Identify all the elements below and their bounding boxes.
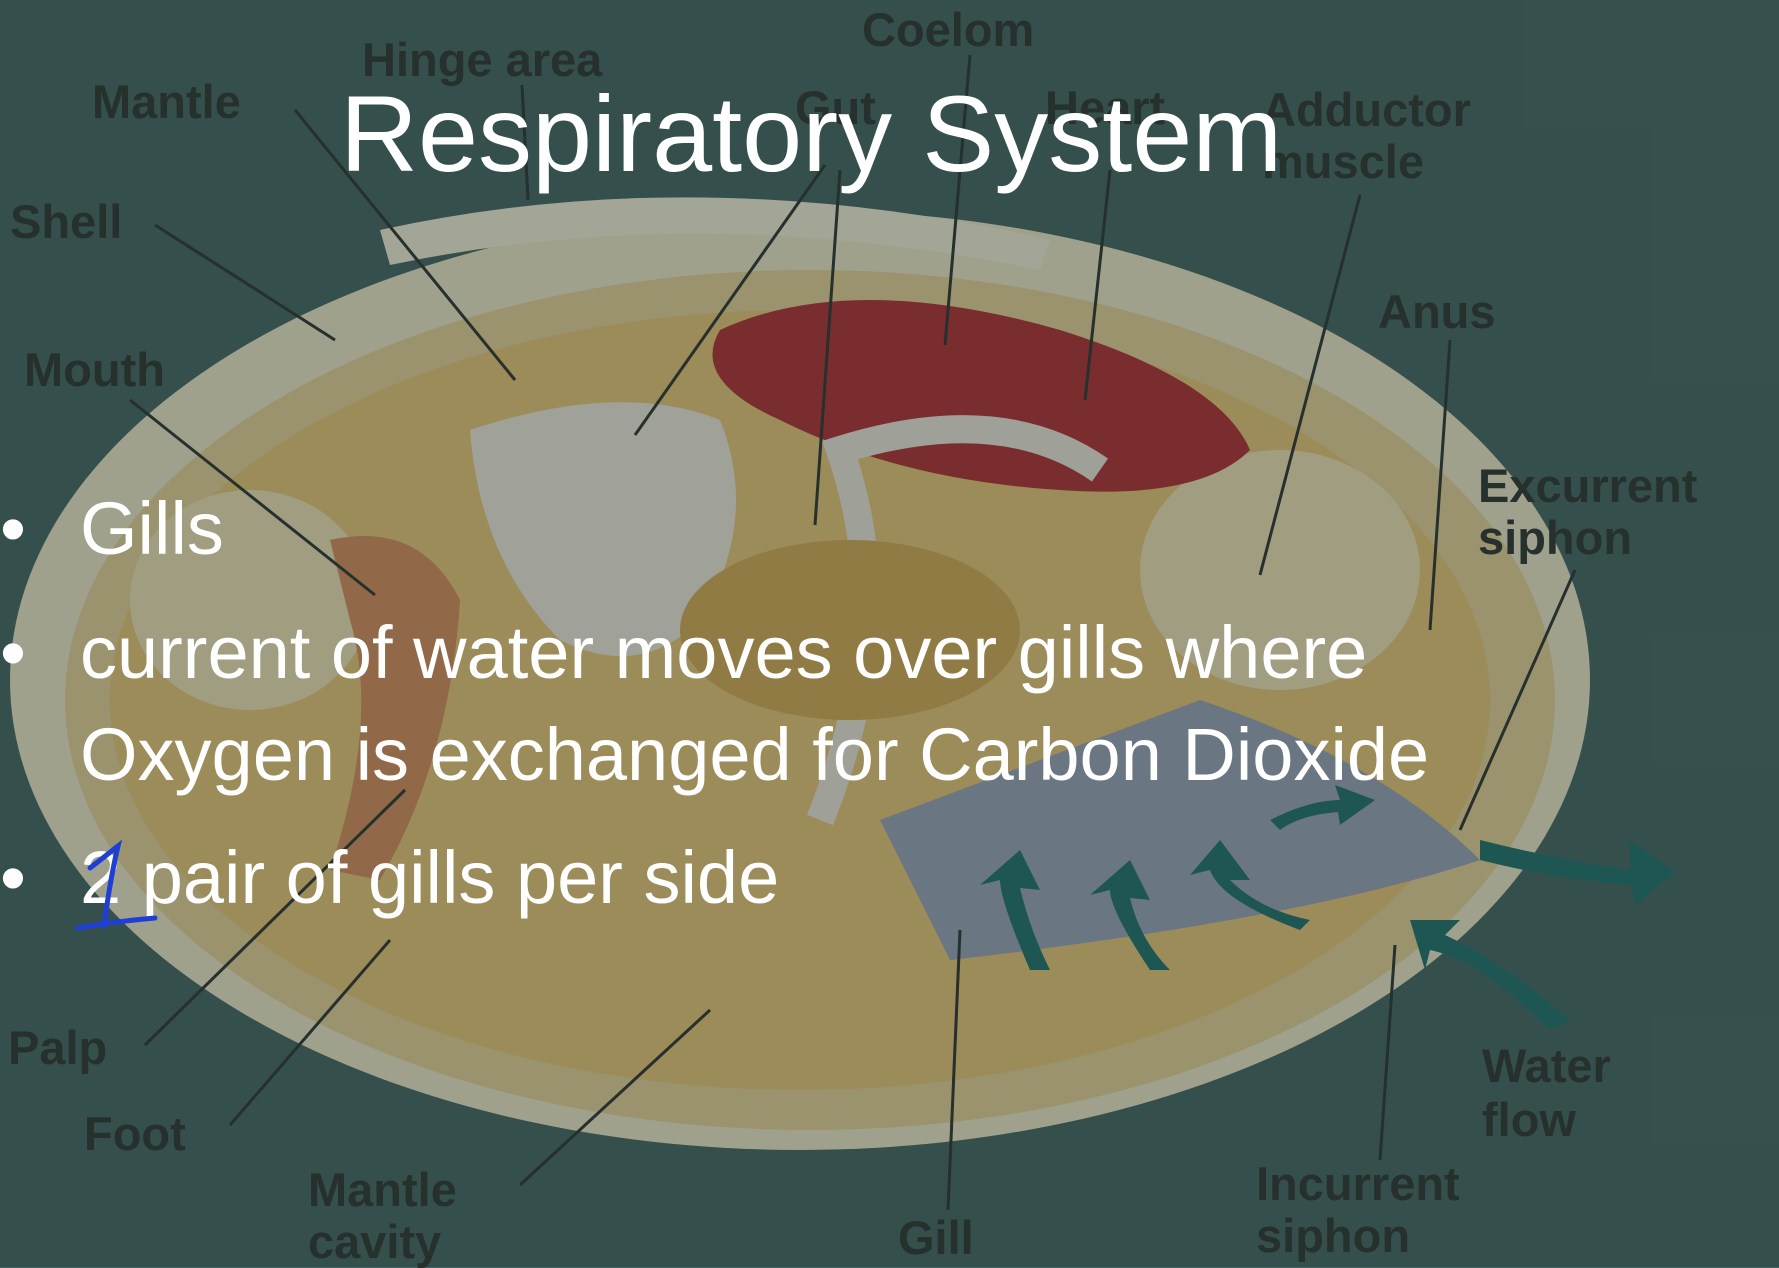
bullet-2-line-1: current of water moves over gills where — [80, 602, 1367, 704]
bullet-dot: • — [0, 478, 80, 580]
bullet-1-text: Gills — [80, 478, 224, 580]
slide-title: Respiratory System — [340, 72, 1390, 196]
bullet-dot: • — [0, 827, 80, 929]
bullet-dot: • — [0, 602, 80, 704]
handwritten-one-mark — [70, 840, 160, 935]
bullet-3-text: 2 pair of gills per side — [80, 827, 779, 929]
bullet-3-rest: pair of gills per side — [121, 836, 779, 919]
bullet-2-line-2: Oxygen is exchanged for Carbon Dioxide — [80, 704, 1429, 806]
